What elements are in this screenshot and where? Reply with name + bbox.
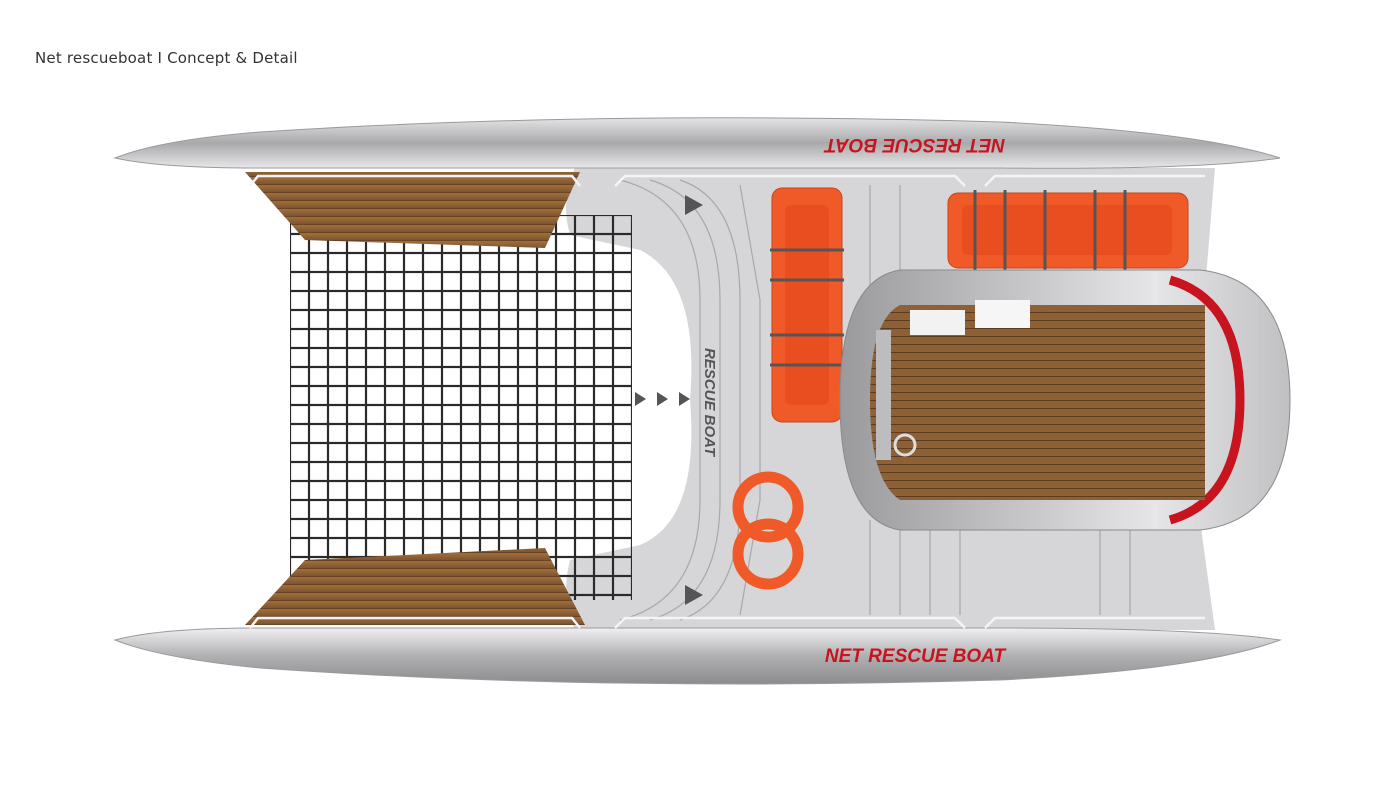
deck-label: RESCUE BOAT [701, 348, 718, 458]
stretcher-vertical [770, 187, 844, 423]
life-rings [732, 471, 804, 590]
wood-deck-top [245, 172, 580, 248]
seat [910, 310, 965, 335]
steering-wheel [893, 433, 917, 457]
page-title: Net rescueboat I Concept & Detail [35, 49, 298, 67]
direction-arrows [635, 195, 703, 605]
cabin-red-trim [1168, 275, 1245, 525]
seat [975, 300, 1030, 328]
stretcher-horizontal [947, 190, 1189, 270]
top-hull-label: NET RESCUE BOAT [824, 134, 1006, 155]
bottom-hull-label: NET RESCUE BOAT [825, 646, 1007, 667]
cabin-floor [870, 305, 1205, 500]
bottom-hull [113, 627, 1282, 685]
top-hull [113, 117, 1281, 169]
console [876, 330, 891, 460]
deck-rails [249, 174, 1205, 629]
wood-deck-bottom [245, 548, 585, 625]
rescue-net [290, 215, 632, 600]
